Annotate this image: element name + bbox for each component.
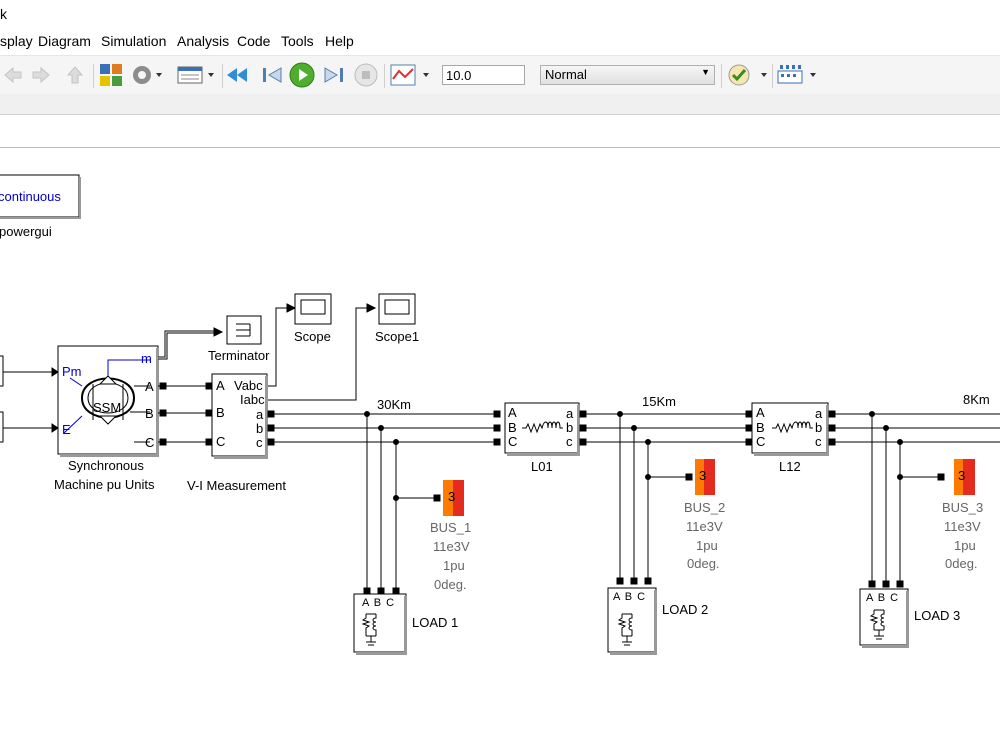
menu-display[interactable]: splay — [0, 33, 33, 49]
bus2-port-count: 3 — [699, 468, 707, 483]
l12-port-c: c — [815, 434, 822, 449]
bus3-port-count: 3 — [958, 468, 966, 483]
l01-name: L01 — [531, 459, 553, 474]
machine-m-port: m — [141, 351, 152, 366]
model-explorer-icon[interactable] — [176, 62, 218, 88]
terminator-name: Terminator — [208, 348, 270, 363]
machine-core-label: SSM — [93, 400, 122, 415]
stop-icon[interactable] — [352, 62, 380, 88]
bus1-voltage: 11e3V — [433, 539, 470, 554]
menu-analysis[interactable]: Analysis — [177, 33, 230, 49]
vi-port-b: B — [216, 405, 225, 420]
load3-ports: A B C — [866, 592, 900, 604]
chevron-down-icon: ▼ — [701, 67, 710, 77]
line-length-label-1: 30Km — [377, 397, 411, 412]
stop-time-input[interactable] — [442, 65, 525, 85]
library-browser-icon[interactable] — [97, 62, 125, 88]
bus3-pu: 1pu — [954, 538, 976, 553]
powergui-mode-label: continuous — [0, 189, 61, 204]
menu-bar: splay Diagram Simulation Analysis Code T… — [0, 32, 1000, 52]
load2-ports: A B C — [613, 591, 647, 603]
load1-name: LOAD 1 — [412, 615, 459, 630]
l01-port-c: c — [566, 434, 573, 449]
run-icon[interactable] — [288, 62, 316, 88]
load3-name: LOAD 3 — [914, 608, 961, 623]
l12-port-A: A — [756, 405, 765, 420]
simulation-mode-select[interactable]: Normal ▼ — [540, 65, 715, 85]
window-title: k — [0, 6, 7, 22]
l01-port-B: B — [508, 420, 517, 435]
step-back-icon[interactable] — [224, 62, 252, 88]
line-length-label-2: 15Km — [642, 394, 676, 409]
vi-port-c: C — [216, 434, 226, 449]
bus2-angle: 0deg. — [687, 556, 720, 571]
simulation-mode-value: Normal — [545, 67, 587, 82]
bus3-name: BUS_3 — [942, 500, 984, 515]
l12-port-a: a — [815, 406, 823, 421]
machine-e-port: E — [62, 422, 71, 437]
address-bar — [0, 94, 1000, 115]
scope1-name: Scope1 — [375, 329, 420, 344]
bus2-name: BUS_2 — [684, 500, 726, 515]
machine-port-a: A — [145, 379, 154, 394]
bus1-name: BUS_1 — [430, 520, 472, 535]
bus3-voltage: 11e3V — [944, 519, 981, 534]
menu-help[interactable]: Help — [325, 33, 354, 49]
bus1-port-count: 3 — [448, 489, 456, 504]
bus2-voltage: 11e3V — [686, 519, 723, 534]
step-forward-icon[interactable] — [320, 62, 348, 88]
menu-tools[interactable]: Tools — [281, 33, 314, 49]
title-bar: k — [0, 0, 1000, 28]
bus1-angle: 0deg. — [434, 577, 467, 592]
l01-port-A: A — [508, 405, 517, 420]
check-icon[interactable] — [727, 62, 771, 88]
l12-port-B: B — [756, 420, 765, 435]
vi-iabc: Iabc — [240, 392, 265, 407]
menu-diagram[interactable]: Diagram — [38, 33, 91, 49]
bus2-pu: 1pu — [696, 538, 718, 553]
vi-out-b: b — [256, 421, 264, 436]
vi-measurement-name: V-I Measurement — [187, 478, 286, 493]
vi-port-a: A — [216, 378, 225, 393]
toolbar: Normal ▼ — [0, 55, 1000, 95]
l12-port-b: b — [815, 420, 823, 435]
build-icon[interactable] — [776, 62, 820, 88]
diagram-wiring — [0, 174, 1000, 655]
forward-icon[interactable] — [30, 62, 52, 88]
scope-name: Scope — [294, 329, 331, 344]
load1-ports: A B C — [362, 597, 396, 609]
l01-port-b: b — [566, 420, 574, 435]
up-icon[interactable] — [64, 62, 86, 88]
l12-port-C: C — [756, 434, 766, 449]
scope-icon[interactable] — [388, 62, 434, 88]
back-icon[interactable] — [2, 62, 24, 88]
line-length-label-3: 8Km — [963, 392, 990, 407]
l12-name: L12 — [779, 459, 801, 474]
load2-name: LOAD 2 — [662, 602, 709, 617]
l01-port-C: C — [508, 434, 518, 449]
powergui-name: powergui — [0, 224, 52, 239]
model-canvas[interactable]: continuous powergui Pm E m SSM A B C Syn… — [0, 148, 1000, 750]
menu-simulation[interactable]: Simulation — [101, 33, 167, 49]
vi-vabc: Vabc — [234, 378, 263, 393]
breadcrumb-bar — [0, 115, 1000, 148]
model-settings-icon[interactable] — [129, 62, 165, 88]
machine-name-line2: Machine pu Units — [54, 477, 155, 492]
machine-name-line1: Synchronous — [68, 458, 144, 473]
machine-pm-port: Pm — [62, 364, 82, 379]
l01-port-a: a — [566, 406, 574, 421]
menu-code[interactable]: Code — [237, 33, 271, 49]
machine-port-c: C — [145, 435, 155, 450]
machine-port-b: B — [145, 406, 154, 421]
bus1-pu: 1pu — [443, 558, 465, 573]
bus3-angle: 0deg. — [945, 556, 978, 571]
vi-out-c: c — [256, 435, 263, 450]
vi-out-a: a — [256, 407, 264, 422]
step-back-icon-2[interactable] — [258, 62, 286, 88]
